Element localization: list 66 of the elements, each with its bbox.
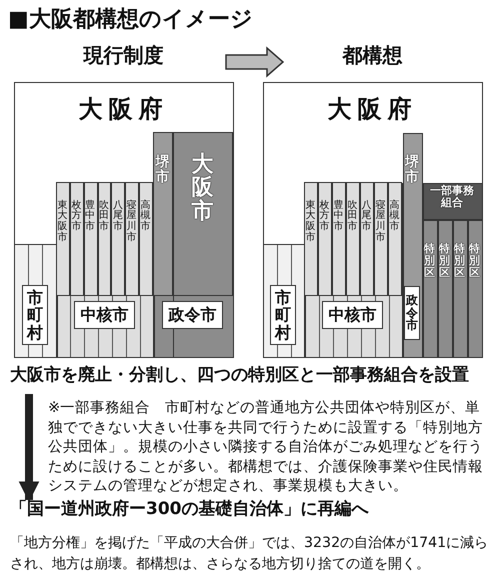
body-paragraph: 「地方分権」を掲げた「平成の大合併」では、3232の自治体が1741に減らされ、地方は崩壊。都構想は、さらなる地方切り捨ての道を開く。 xyxy=(10,534,490,574)
city-column xyxy=(402,132,422,358)
city-column xyxy=(84,182,98,296)
title: ■大阪都構想のイメージ xyxy=(8,6,253,34)
node-label: 寝屋川市 xyxy=(126,200,138,244)
prefecture-label: 大阪府 xyxy=(78,96,170,122)
city-column xyxy=(111,182,126,296)
core-city-area xyxy=(304,182,402,358)
city-column xyxy=(346,182,360,296)
node-label: 「国ー道州政府ー300の基礎自治体」に再編へ xyxy=(10,500,370,519)
city-column xyxy=(332,182,346,296)
city-column xyxy=(139,182,153,296)
panel-heading: 都構想 xyxy=(341,44,404,66)
block-arrow xyxy=(225,46,284,78)
city-column xyxy=(56,182,70,296)
designated-city-area xyxy=(154,132,234,358)
node-label: 高槻市 xyxy=(388,200,400,233)
core-city-area xyxy=(56,182,154,358)
category-tag: 中核市 xyxy=(74,301,135,329)
city-column xyxy=(360,182,374,296)
city-column xyxy=(388,182,402,296)
node-label: 枚方市 xyxy=(70,200,82,233)
category-tag: 市町村 xyxy=(270,285,296,345)
arrow xyxy=(18,394,40,502)
node-label: 八尾市 xyxy=(360,200,372,233)
city-column xyxy=(173,132,233,296)
category-tag: 政令市 xyxy=(404,286,420,340)
category-tag: 政令市 xyxy=(162,301,223,329)
panel-heading: 現行制度 xyxy=(82,44,164,66)
node-label: 八尾市 xyxy=(112,200,124,233)
node-label: 吹田市 xyxy=(98,200,110,233)
city-column xyxy=(153,132,173,296)
special-ward-column xyxy=(452,220,468,358)
city-column xyxy=(125,182,140,296)
node-label: 特別区 xyxy=(438,243,450,279)
node-label: 堺市 xyxy=(404,155,420,186)
node-label: 豊中市 xyxy=(332,200,344,233)
prefecture-label: 大阪府 xyxy=(326,96,418,122)
node-label: 一部事務組合 xyxy=(429,185,475,210)
category-tag: 市町村 xyxy=(22,285,48,345)
special-ward-column xyxy=(468,220,482,358)
node-label: 特別区 xyxy=(454,243,466,279)
municipality-area xyxy=(262,244,304,358)
node-label: 大阪市を廃止・分割し、四つの特別区と一部事務組合を設置 xyxy=(10,366,470,385)
node-label: 特別区 xyxy=(468,243,480,279)
note-paragraph: ※一部事務組合 市町村などの普通地方公共団体や特別区が、単独でできない大きい仕事を共同で行うために設置する「特別地方公共団体」。規模の小さい隣接する自治体がごみ処理などを行うために設けることが多い。都構想では、介護保険事業や住民情報システムの管理などが想定され、事業規模も大きい。 xyxy=(48,398,484,496)
node-label: 東大阪市 xyxy=(304,200,316,244)
municipality-area xyxy=(14,244,56,358)
node-label: 寝屋川市 xyxy=(374,200,386,244)
city-column xyxy=(318,182,332,296)
node-label: 豊中市 xyxy=(84,200,96,233)
city-column xyxy=(70,182,84,296)
city-column xyxy=(374,182,388,296)
node-label: 特別区 xyxy=(424,243,436,279)
special-ward-column xyxy=(438,220,452,358)
special-ward-column xyxy=(422,220,438,358)
category-tag: 中核市 xyxy=(322,301,383,329)
node-label: 東大阪市 xyxy=(56,200,68,244)
node-label: 吹田市 xyxy=(346,200,358,233)
node-label: 枚方市 xyxy=(318,200,330,233)
city-column xyxy=(98,182,112,296)
node-label: 大阪市 xyxy=(190,152,214,224)
node-label: 高槻市 xyxy=(140,200,152,233)
node-label: 堺市 xyxy=(154,154,170,185)
union-box xyxy=(422,182,482,220)
city-column xyxy=(304,182,318,296)
